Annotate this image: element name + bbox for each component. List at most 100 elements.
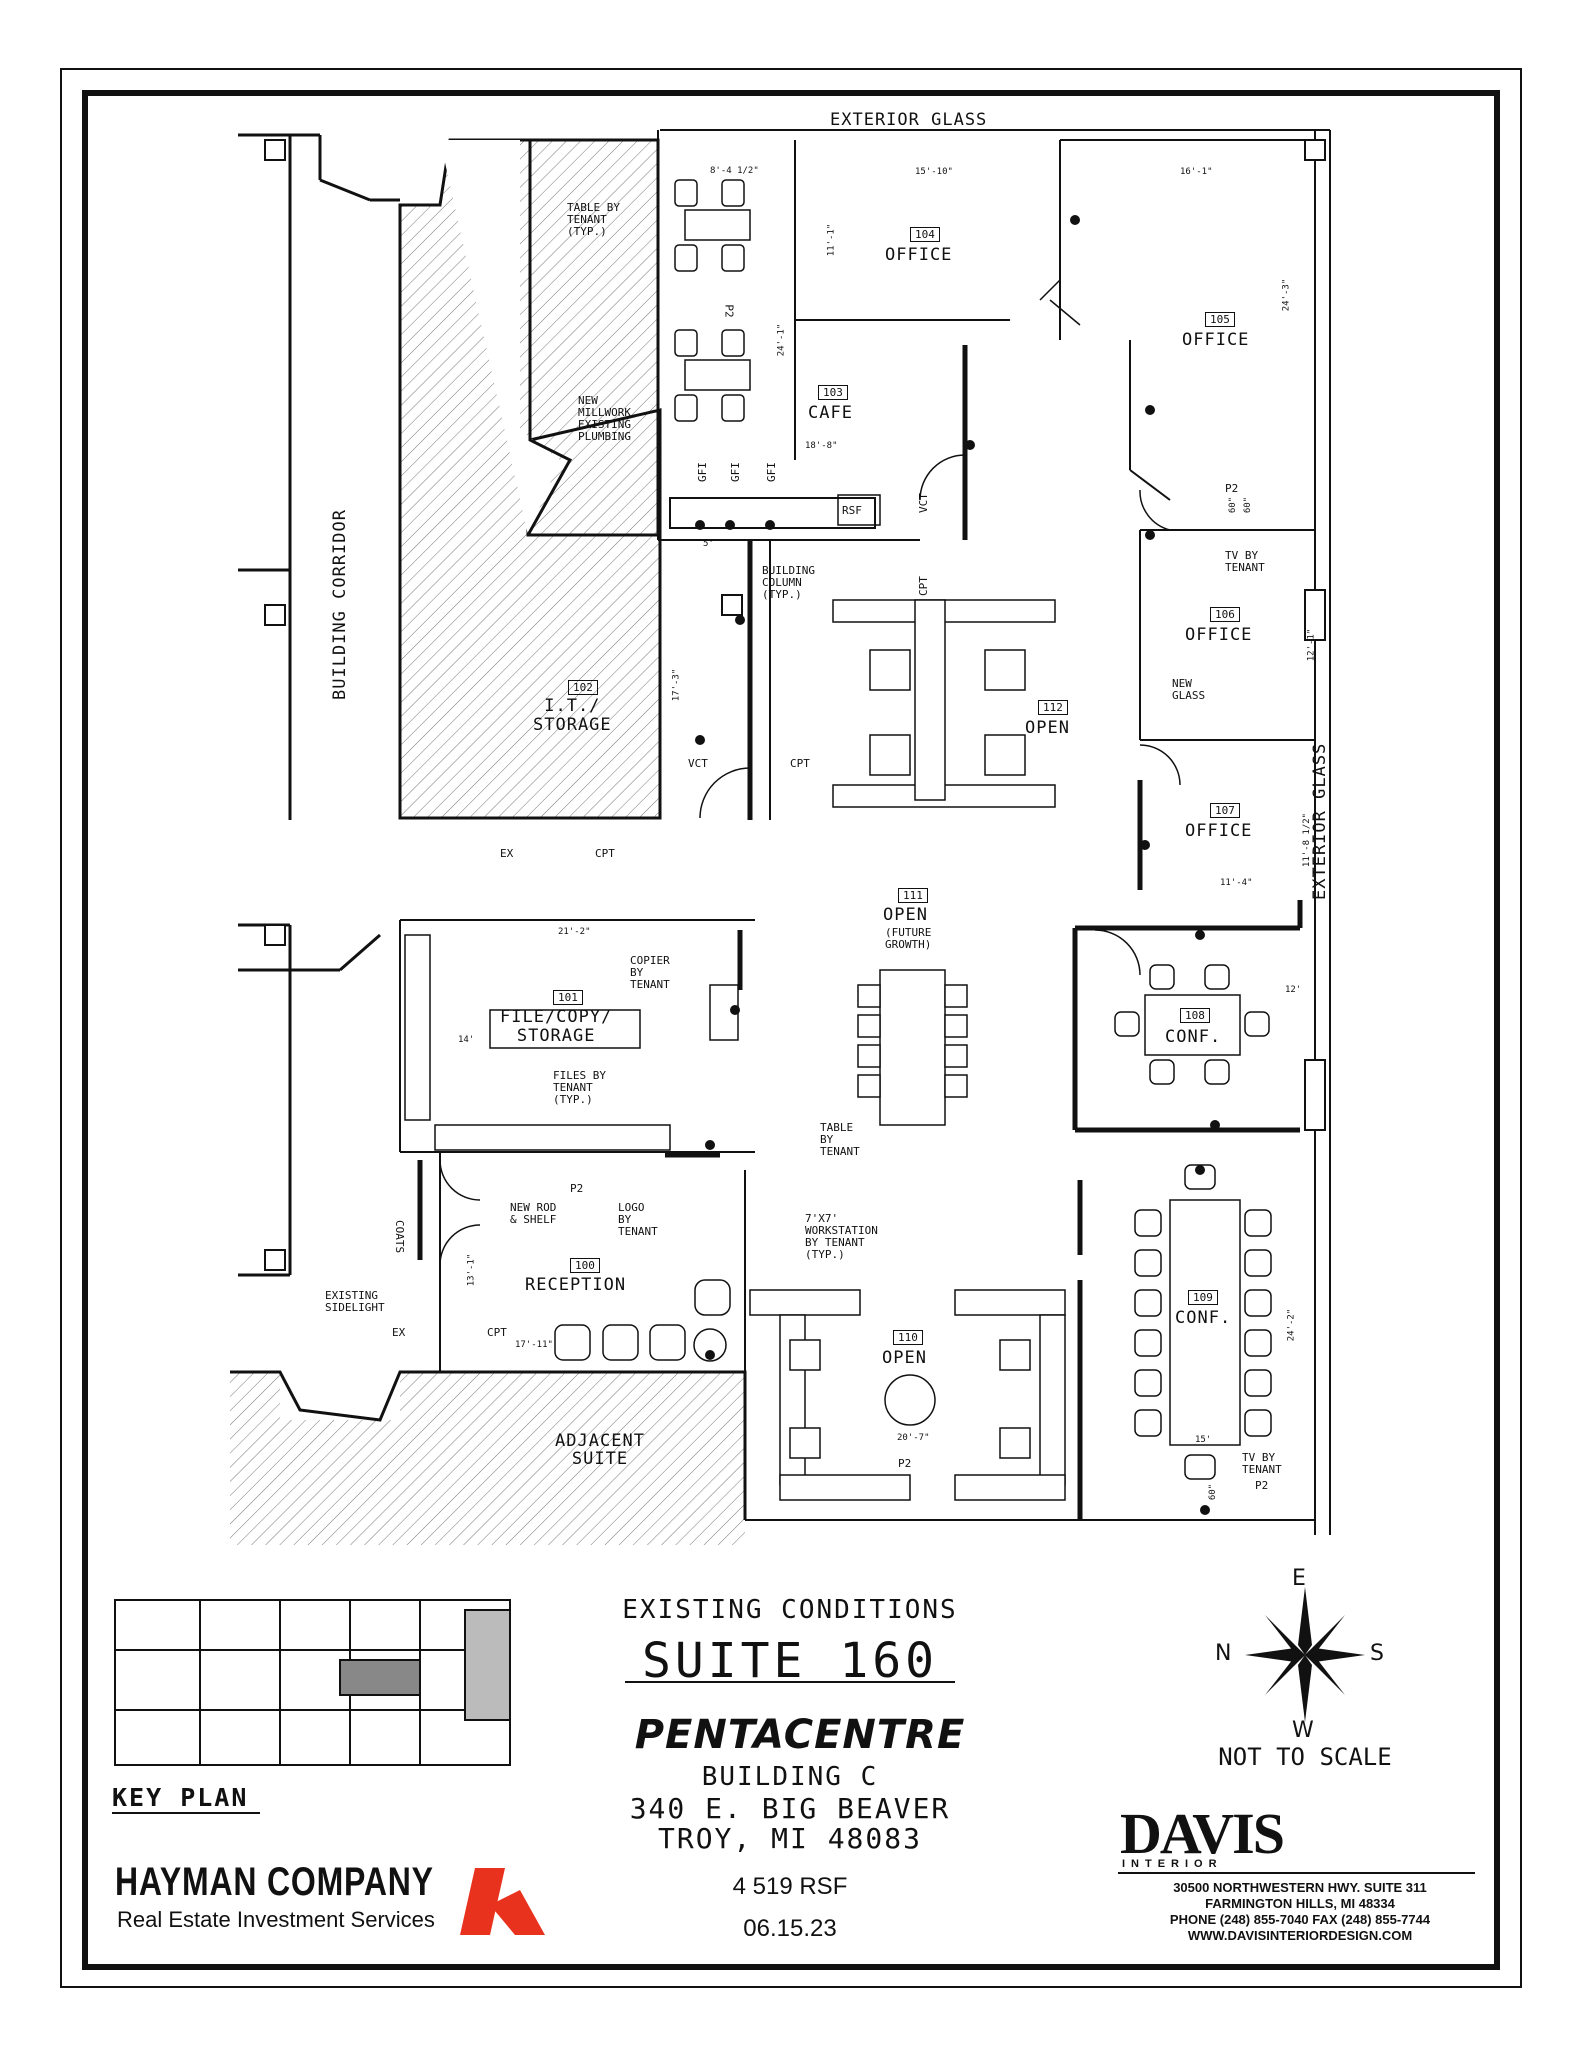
room-101-name: FILE/COPY/ STORAGE — [500, 1007, 613, 1046]
room-103-number: 103 — [818, 385, 848, 400]
note-coats: COATS — [393, 1220, 406, 1254]
dim-13: 21'-2" — [558, 927, 591, 937]
dim-19: 24'-2" — [1286, 1308, 1297, 1342]
dim-20: 15' — [1195, 1435, 1212, 1445]
room-111-number: 111 — [898, 888, 928, 903]
dim-18: 20'-7" — [897, 1433, 930, 1443]
note-logo: LOGO BY TENANT — [618, 1201, 658, 1238]
davis-logo: DAVIS — [1120, 1801, 1285, 1866]
open-111-table — [857, 969, 968, 1126]
title-heading: EXISTING CONDITIONS — [622, 1595, 958, 1625]
note-new-rod-shelf: NEW ROD & SHELF — [510, 1201, 557, 1226]
dim-5: 24'-3" — [1281, 278, 1292, 312]
note-tv-1: TV BY TENANT — [1225, 549, 1265, 574]
dim-17: 17'-11" — [515, 1340, 553, 1350]
room-106-number: 106 — [1210, 607, 1240, 622]
dim-2: 15'-10" — [915, 167, 953, 177]
dim-7: 18'-8" — [805, 441, 838, 451]
not-to-scale: NOT TO SCALE — [1218, 1743, 1392, 1771]
note-vct-1: VCT — [688, 757, 708, 770]
dim-4: 11'-1" — [826, 223, 837, 257]
room-104-name: OFFICE — [885, 245, 953, 265]
dim-14: 14' — [458, 1035, 475, 1045]
room-106-name: OFFICE — [1185, 625, 1253, 645]
note-new-glass: NEW GLASS — [1172, 677, 1206, 702]
title-date: 06.15.23 — [743, 1915, 837, 1942]
key-plan — [114, 1599, 511, 1766]
exterior-glass-top: EXTERIOR GLASS — [830, 110, 988, 130]
room-105-name: OFFICE — [1182, 330, 1250, 350]
note-gfi-1: GFI — [695, 462, 709, 482]
room-108-number: 108 — [1180, 1008, 1210, 1023]
room-112-number: 112 — [1038, 700, 1068, 715]
room-109-number: 109 — [1188, 1290, 1218, 1305]
title-rsf: 4 519 RSF — [732, 1873, 848, 1900]
dim-9: 17'-3" — [671, 668, 682, 702]
note-gfi-2: GFI — [728, 462, 742, 482]
room-101-number: 101 — [553, 990, 583, 1005]
dim-15: 12' — [1285, 985, 1302, 995]
room-105-number: 105 — [1205, 312, 1235, 327]
compass-n: N — [1215, 1641, 1232, 1666]
room-110-number: 110 — [893, 1330, 923, 1345]
corridor-walls — [238, 133, 400, 1277]
compass-e: E — [1292, 1566, 1306, 1591]
room-111-sub: (FUTURE GROWTH) — [885, 926, 932, 951]
note-files: FILES BY TENANT (TYP.) — [553, 1069, 606, 1106]
compass-rose — [1245, 1587, 1365, 1722]
davis-line3: PHONE (248) 855-7040 FAX (248) 855-7744 — [1169, 1912, 1431, 1927]
room-110-name: OPEN — [882, 1348, 927, 1368]
dim-8: 5' — [703, 539, 714, 549]
adjacent-suite-label: ADJACENT SUITE — [555, 1431, 645, 1469]
note-p2-4: P2 — [1255, 1479, 1269, 1492]
title-building: BUILDING C — [701, 1762, 879, 1792]
note-table-by-tenant: TABLE BY TENANT — [820, 1121, 860, 1158]
note-vct-2: VCT — [916, 493, 930, 513]
note-table-typ: TABLE BY TENANT (TYP.) — [567, 201, 620, 238]
suite-walls — [399, 129, 1331, 1535]
note-p2-3: P2 — [898, 1457, 912, 1470]
note-tv-2: TV BY TENANT — [1242, 1451, 1282, 1476]
compass-w: W — [1292, 1718, 1314, 1743]
note-cpt-4: CPT — [487, 1326, 507, 1339]
room-103-name: CAFE — [808, 403, 853, 423]
key-plan-label: KEY PLAN — [112, 1783, 249, 1812]
conf-109-table — [1134, 1164, 1272, 1480]
room-107-number: 107 — [1210, 803, 1240, 818]
dim-11: 11'-8 1/2" — [1302, 812, 1313, 868]
room-109-name: CONF. — [1175, 1308, 1232, 1328]
outlet-markers — [695, 215, 1220, 1515]
dim-16: 13'-1" — [466, 1253, 477, 1287]
note-copier: COPIER BY TENANT — [630, 954, 670, 991]
room-102-number: 102 — [568, 680, 598, 695]
dim-1: 8'-4 1/2" — [710, 166, 759, 176]
room-112-name: OPEN — [1025, 718, 1070, 738]
cafe-furniture — [674, 179, 751, 422]
title-address1: 340 E. BIG BEAVER — [629, 1792, 951, 1825]
title-suite: SUITE 160 — [641, 1633, 939, 1689]
davis-line2: FARMINGTON HILLS, MI 48334 — [1205, 1896, 1395, 1911]
room-104-number: 104 — [910, 227, 940, 242]
note-ex-2: EX — [392, 1326, 406, 1339]
inner-border — [82, 90, 1500, 1970]
davis-sub: INTERIOR — [1122, 1858, 1223, 1870]
file-room-furniture — [404, 934, 739, 1151]
note-rsf-box: RSF — [842, 504, 862, 517]
note-gfi-3: GFI — [764, 462, 778, 482]
note-cpt-2: CPT — [916, 576, 930, 596]
storage-hatch-inner — [440, 140, 560, 535]
title-address2: TROY, MI 48083 — [657, 1822, 922, 1855]
hayman-name: HAYMAN COMPANY — [115, 1860, 434, 1904]
refrigerator — [837, 494, 881, 526]
note-p2-1: P2 — [1225, 482, 1239, 495]
note-p2-5: P2 — [722, 304, 736, 318]
dim-6: 24'-1" — [776, 323, 787, 357]
reception-furniture — [554, 1279, 731, 1362]
dim-10: 12'-1" — [1306, 628, 1317, 662]
room-111-name: OPEN — [883, 905, 928, 925]
open-110-workstations — [749, 1289, 1066, 1501]
note-new-millwork: NEW MILLWORK, EXISTING PLUMBING — [578, 394, 638, 443]
compass-s: S — [1370, 1641, 1384, 1666]
note-cpt-1: CPT — [790, 757, 810, 770]
